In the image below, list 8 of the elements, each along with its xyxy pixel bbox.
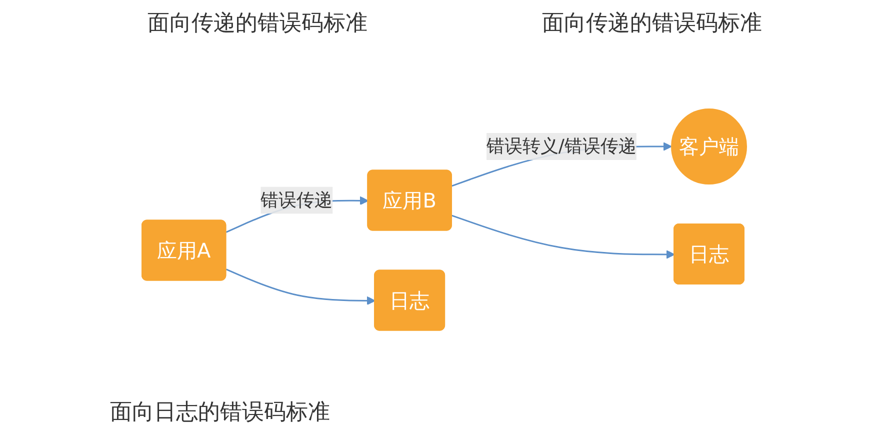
- annotation-text: 面向传递的错误码标准: [147, 10, 368, 38]
- arrow: [226, 268, 376, 305]
- node-circle: 客户端: [671, 108, 748, 184]
- edge-label: 错误传递: [260, 190, 333, 211]
- edge-label: 错误转义/错误传递: [486, 136, 637, 157]
- annotation-text: 面向传递的错误码标准: [542, 10, 762, 38]
- annotation-text: 面向日志的错误码标准: [110, 399, 330, 427]
- arrow: [452, 214, 676, 259]
